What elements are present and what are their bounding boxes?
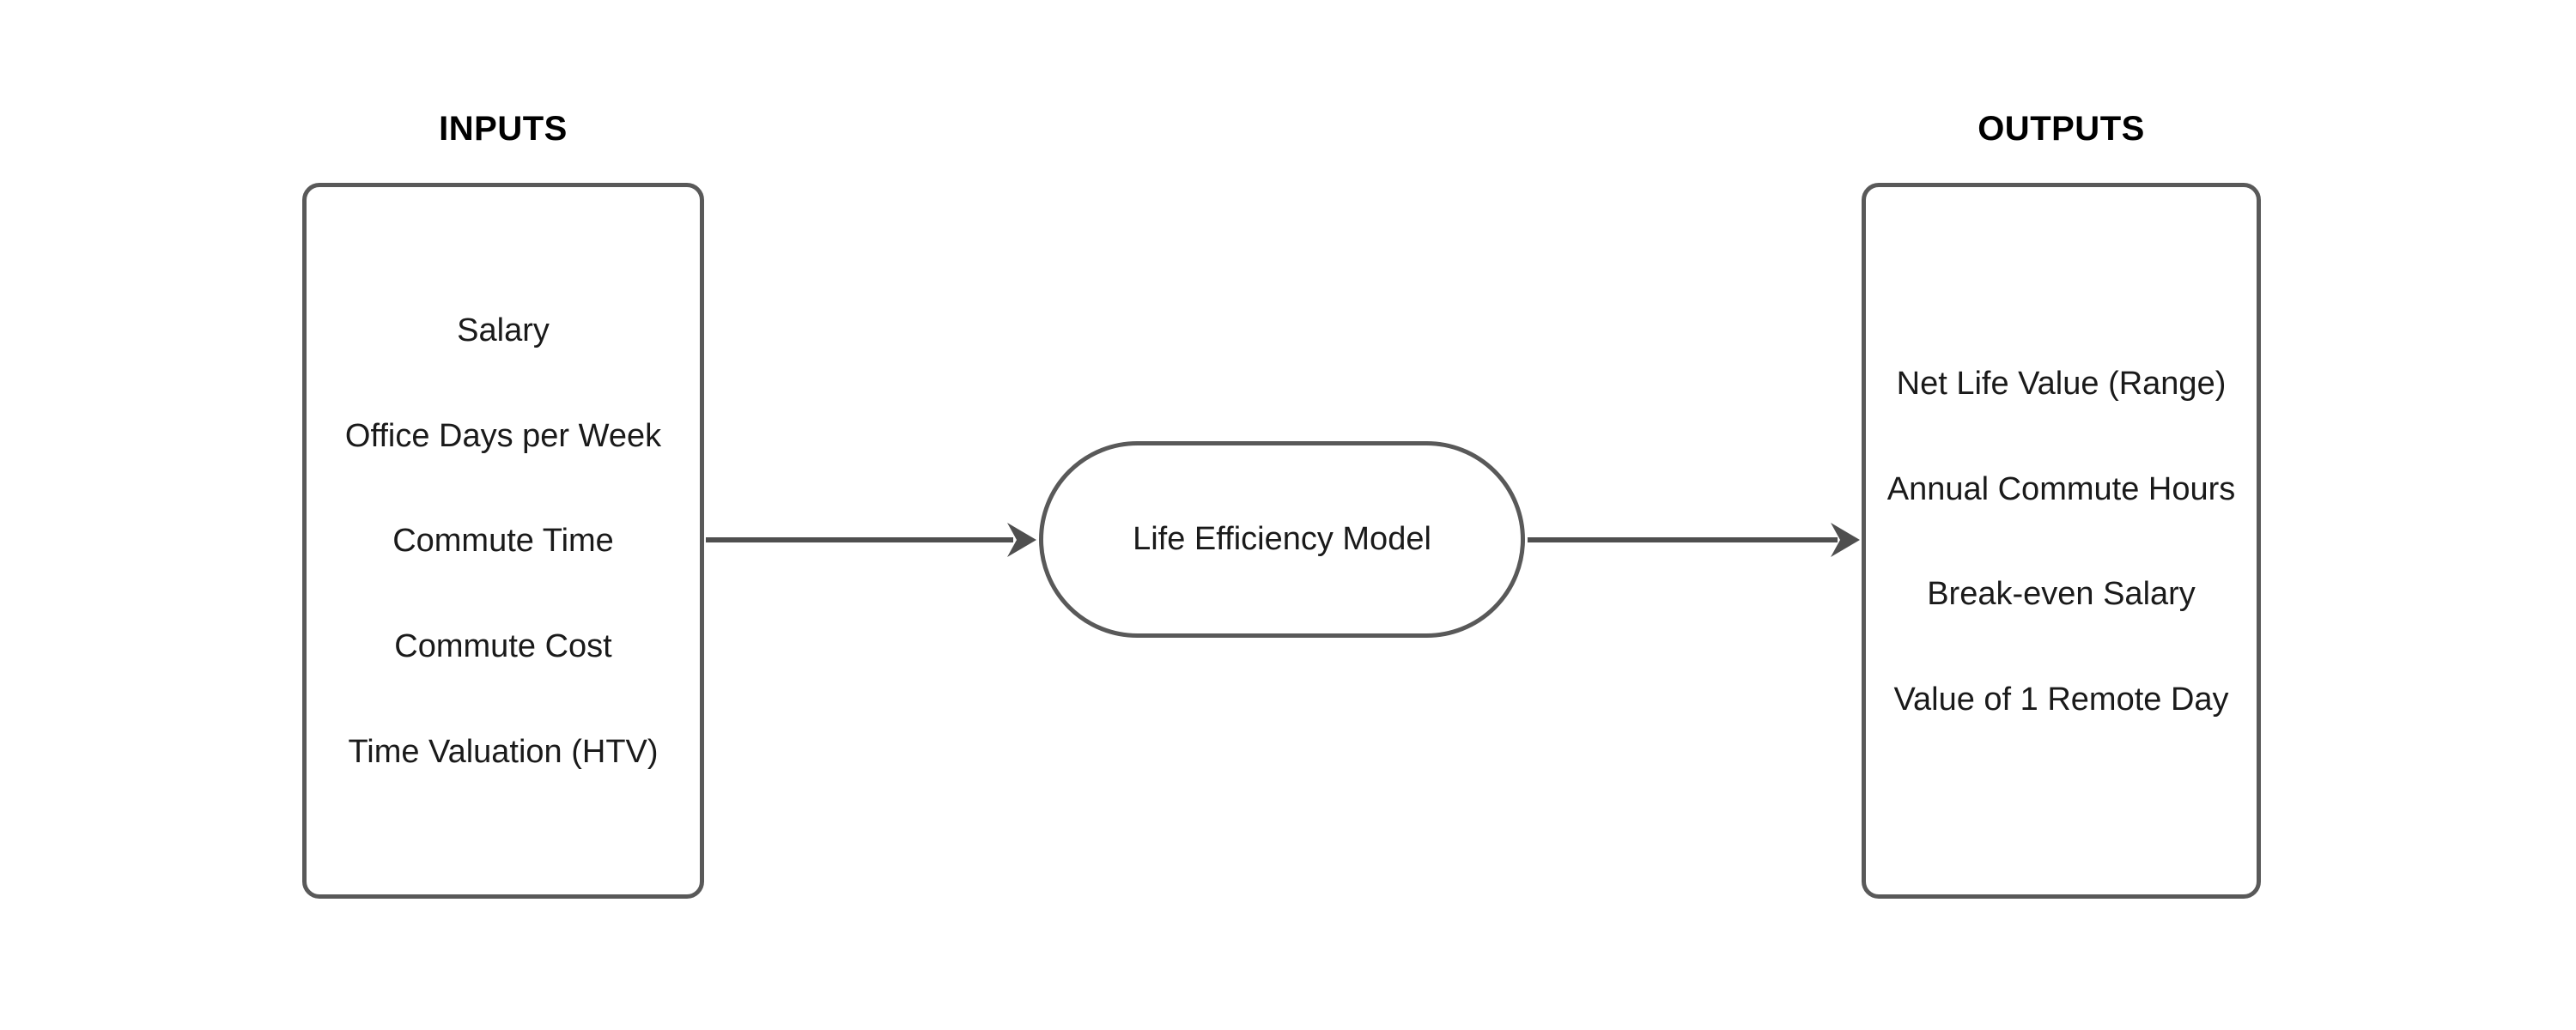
input-item: Time Valuation (HTV): [348, 734, 659, 770]
input-item: Commute Time: [392, 523, 614, 559]
outputs-title: OUTPUTS: [1978, 110, 2145, 148]
output-item: Value of 1 Remote Day: [1893, 682, 2229, 718]
outputs-box: Net Life Value (Range) Annual Commute Ho…: [1862, 183, 2261, 899]
input-item: Office Days per Week: [344, 418, 662, 454]
input-item: Salary: [457, 312, 550, 348]
output-item: Annual Commute Hours: [1886, 471, 2236, 507]
output-item: Break-even Salary: [1927, 576, 2196, 612]
arrow-model-to-outputs: [1528, 523, 1860, 557]
arrowhead-icon: [1831, 523, 1860, 557]
inputs-box: Salary Office Days per Week Commute Time…: [302, 183, 704, 899]
inputs-title: INPUTS: [439, 110, 568, 148]
output-item: Net Life Value (Range): [1896, 366, 2227, 402]
process-node-label: Life Efficiency Model: [1133, 521, 1431, 557]
input-item: Commute Cost: [394, 628, 612, 664]
arrow-inputs-to-model: [706, 523, 1036, 557]
arrowhead-icon: [1007, 523, 1036, 557]
process-node: Life Efficiency Model: [1039, 441, 1525, 638]
